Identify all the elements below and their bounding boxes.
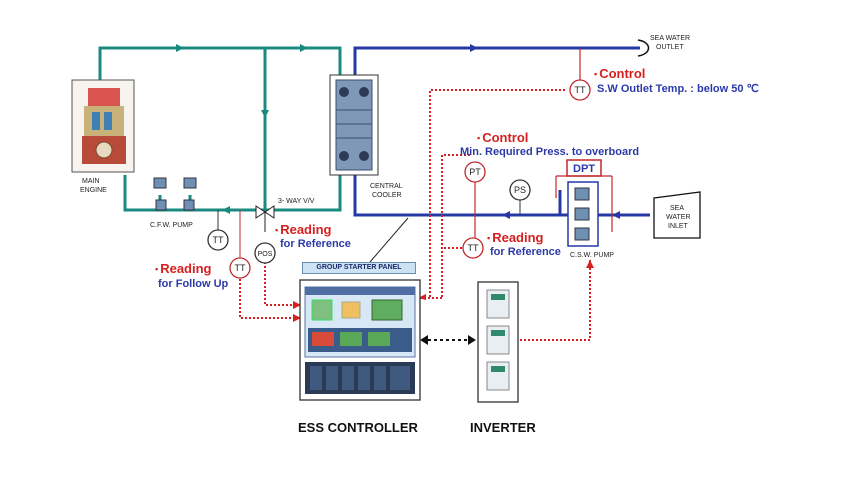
sea-water-outlet-label-1: SEA WATER — [650, 35, 691, 42]
dpt-box — [555, 159, 613, 232]
dpt-label: DPT — [573, 163, 595, 175]
ps-instrument: PS — [509, 179, 531, 215]
control-press-title-text: Control — [482, 130, 529, 145]
central-cooler-label-2: COOLER — [372, 192, 402, 199]
reading-sw-title-text: Reading — [492, 230, 544, 245]
tt-sw-inlet-instrument: TT — [462, 237, 484, 259]
control-sw-title: ▪Control — [594, 67, 645, 80]
inverter-image — [477, 281, 519, 403]
tt-label: TT — [213, 235, 224, 245]
reading-sw-subtitle: for Reference — [490, 246, 561, 258]
main-engine-image — [71, 79, 135, 173]
control-sw-title-text: Control — [599, 66, 646, 81]
central-cooler-image — [329, 74, 379, 176]
group-starter-panel-label: GROUP STARTER PANEL — [302, 262, 416, 274]
reading-valve-subtitle: for Reference — [280, 238, 351, 250]
three-way-valve-icon — [255, 205, 275, 232]
sea-water-outlet-label-2: OUTLET — [656, 44, 684, 51]
ess-controller-image — [299, 279, 421, 401]
tt-label: TT — [575, 85, 586, 95]
sea-water-outlet-hook — [637, 39, 650, 57]
main-engine-label-2: ENGINE — [80, 187, 107, 194]
pos-instrument: POS — [254, 242, 276, 264]
pt-label: PT — [469, 167, 481, 177]
main-engine-label-1: MAIN — [82, 178, 100, 185]
cfw-pump-icon — [153, 177, 197, 211]
three-way-valve-label: 3- WAY V/V — [278, 198, 315, 205]
ps-label: PS — [514, 185, 526, 195]
control-sw-subtitle: S.W Outlet Temp. : below 50 ℃ — [597, 83, 759, 95]
panel-leader-line — [369, 217, 409, 263]
bullet-icon: ▪ — [477, 133, 481, 144]
tt-label: TT — [468, 243, 479, 253]
fresh-water-piping — [98, 46, 342, 212]
csw-pump-label: C.S.W. PUMP — [570, 252, 614, 259]
bullet-icon: ▪ — [487, 233, 491, 244]
inverter-label: INVERTER — [470, 420, 536, 435]
bullet-icon: ▪ — [155, 264, 159, 275]
sea-water-inlet-label-3: INLET — [668, 223, 688, 230]
sea-water-inlet-label-1: SEA — [670, 205, 685, 212]
tt-label: TT — [235, 263, 246, 273]
reading-followup-title: ▪Reading — [155, 262, 212, 275]
control-press-subtitle: Min. Required Press. to overboard — [460, 146, 640, 158]
reading-valve-title-text: Reading — [280, 222, 332, 237]
reading-followup-title-text: Reading — [160, 261, 212, 276]
bullet-icon: ▪ — [275, 225, 279, 236]
tt-followup-instrument: TT — [229, 210, 251, 279]
reading-followup-subtitle: for Follow Up — [158, 278, 229, 290]
reading-sw-title: ▪Reading — [487, 231, 544, 244]
reading-valve-title: ▪Reading — [275, 223, 332, 236]
csw-pump-icon — [567, 181, 599, 247]
fresh-water-flow-arrows — [176, 44, 308, 214]
bullet-icon: ▪ — [594, 69, 598, 80]
tt-sw-outlet-instrument: TT — [569, 48, 591, 101]
controller-inverter-link — [420, 335, 476, 345]
control-press-title: ▪Control — [477, 131, 528, 144]
central-cooler-label-1: CENTRAL — [370, 183, 403, 190]
ess-controller-label: ESS CONTROLLER — [298, 420, 418, 435]
sea-water-flow-arrows — [470, 44, 620, 219]
sea-water-inlet-box — [653, 191, 701, 239]
pos-label: POS — [258, 251, 273, 258]
tt-cfw-instrument: TT — [207, 210, 229, 251]
pt-instrument: PT — [464, 161, 486, 238]
sea-water-inlet-label-2: WATER — [666, 214, 691, 221]
cfw-pump-label: C.F.W. PUMP — [150, 222, 193, 229]
